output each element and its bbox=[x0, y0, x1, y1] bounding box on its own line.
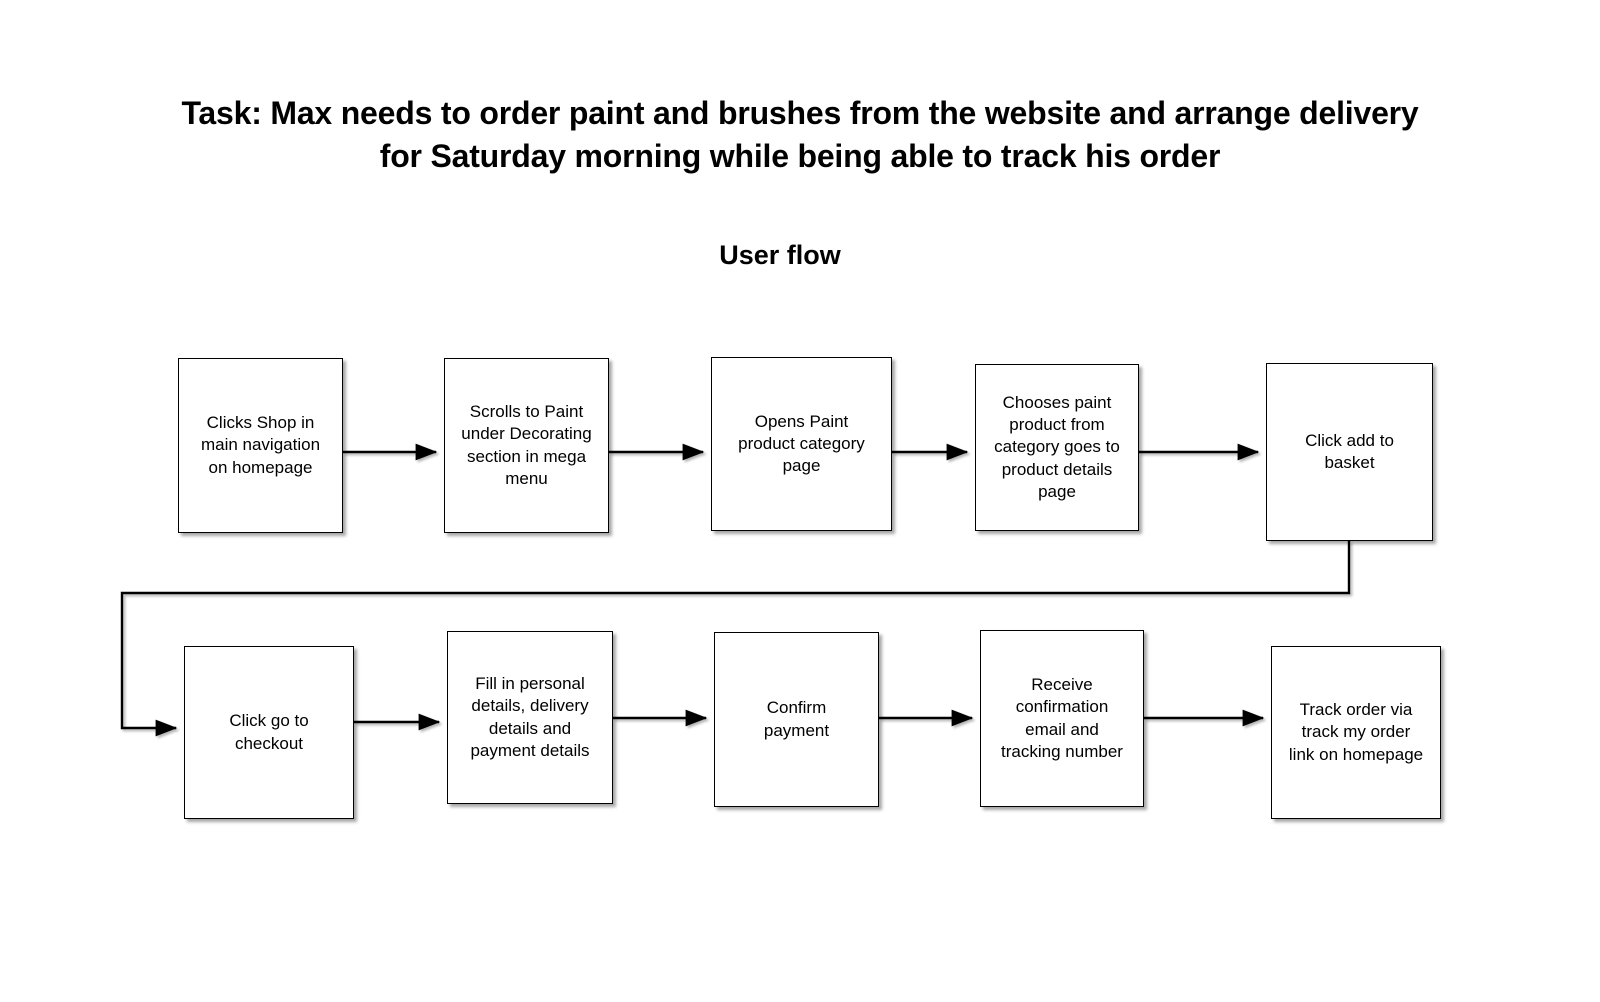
flow-step-9[interactable]: Receive confirmation email and tracking … bbox=[980, 630, 1144, 807]
flow-step-5[interactable]: Click add to basket bbox=[1266, 363, 1433, 541]
flow-step-8-label: Confirm payment bbox=[763, 698, 830, 740]
flow-step-1-label: Clicks Shop in main navigation on homepa… bbox=[200, 413, 321, 477]
flow-step-9-label: Receive confirmation email and tracking … bbox=[1001, 675, 1123, 761]
flow-step-2[interactable]: Scrolls to Paint under Decorating sectio… bbox=[444, 358, 609, 533]
flow-step-7[interactable]: Fill in personal details, delivery detai… bbox=[447, 631, 613, 804]
flow-step-7-label: Fill in personal details, delivery detai… bbox=[470, 674, 590, 760]
flow-step-10[interactable]: Track order via track my order link on h… bbox=[1271, 646, 1441, 819]
flow-step-8[interactable]: Confirm payment bbox=[714, 632, 879, 807]
task-title: Task: Max needs to order paint and brush… bbox=[181, 95, 1419, 175]
flow-step-6[interactable]: Click go to checkout bbox=[184, 646, 354, 819]
flow-step-5-label: Click add to basket bbox=[1305, 430, 1394, 472]
flow-step-4[interactable]: Chooses paint product from category goes… bbox=[975, 364, 1139, 531]
flow-step-6-label: Click go to checkout bbox=[229, 711, 309, 753]
flow-step-2-label: Scrolls to Paint under Decorating sectio… bbox=[461, 402, 592, 488]
flow-step-1[interactable]: Clicks Shop in main navigation on homepa… bbox=[178, 358, 343, 533]
flow-step-3-label: Opens Paint product category page bbox=[738, 411, 865, 476]
flow-step-10-label: Track order via track my order link on h… bbox=[1288, 700, 1424, 764]
flow-step-3[interactable]: Opens Paint product category page bbox=[711, 357, 892, 531]
flow-step-4-label: Chooses paint product from category goes… bbox=[994, 393, 1120, 501]
flow-subtitle: User flow bbox=[719, 240, 841, 270]
